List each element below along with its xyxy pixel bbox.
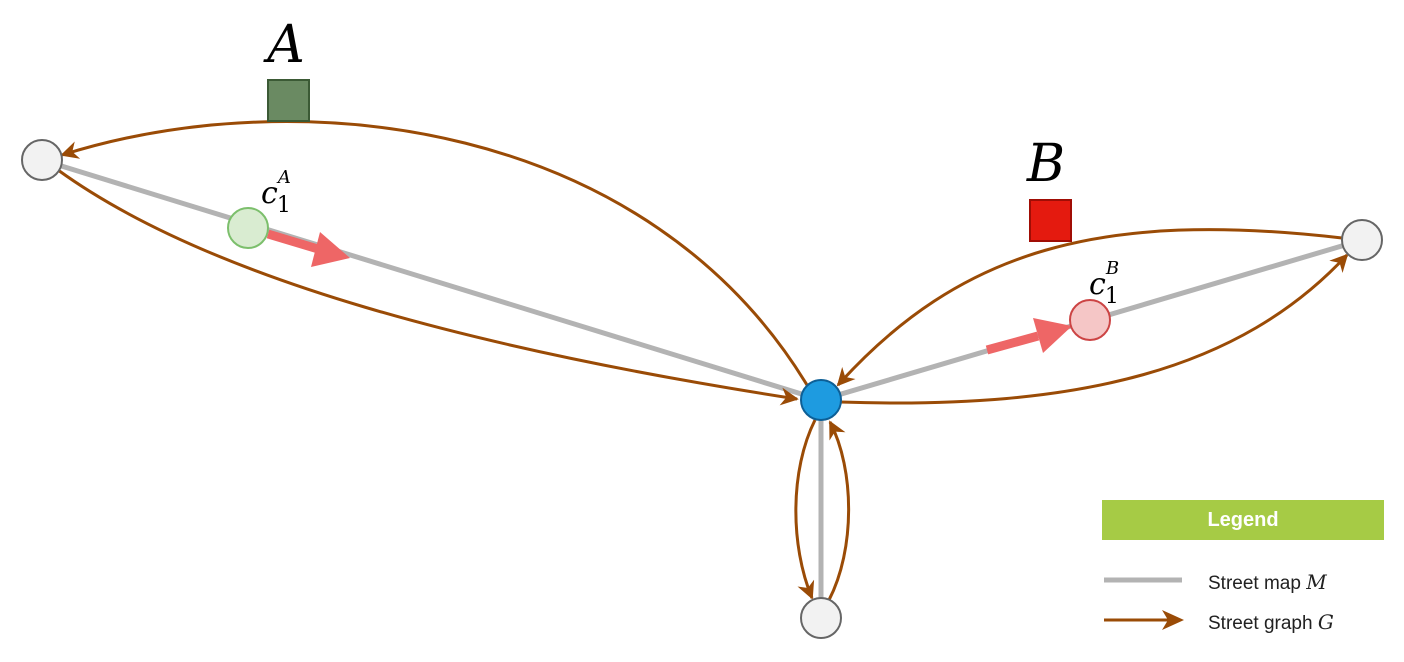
- graph-edge-bottom-to-center: [827, 420, 851, 601]
- graph-edge-left-to-center: [57, 168, 799, 406]
- graph-edge-center-to-bottom: [794, 419, 817, 600]
- legend-line-swatch: [1104, 577, 1182, 583]
- movement-arrow-a-head: [311, 232, 350, 267]
- movement-arrows: [266, 229, 1072, 355]
- car-a-marker: [227, 207, 269, 249]
- region-a-label: A: [263, 15, 305, 75]
- street-graph-edges: [57, 120, 1349, 601]
- legend-item-label: Street graph: [1208, 613, 1313, 634]
- movement-arrow-b-head: [1033, 318, 1072, 353]
- node-left: [21, 139, 63, 181]
- region-b-label: B: [1026, 134, 1065, 194]
- graph-edge-center-to-left: [60, 120, 812, 391]
- region-b-square: [1029, 199, 1072, 242]
- car-b-marker: [1069, 299, 1111, 341]
- legend-item-street-map: Street map M: [1102, 566, 1384, 596]
- car-b-label: c1B: [1089, 258, 1119, 309]
- region-a: A: [263, 15, 310, 122]
- legend-item-label: Street map: [1208, 573, 1301, 594]
- legend: Legend Street map M Street graph G: [1102, 500, 1384, 650]
- car-a-label: c1A: [261, 167, 291, 218]
- node-bottom: [800, 597, 842, 639]
- nodes: [21, 139, 1383, 639]
- legend-header: Legend: [1102, 500, 1384, 540]
- graph-edge-center-to-right: [839, 253, 1349, 405]
- cars: [227, 207, 1111, 341]
- legend-item-symbol: M: [1306, 570, 1327, 594]
- region-b: B: [1026, 134, 1072, 242]
- node-center: [800, 379, 842, 421]
- movement-arrow-b-shaft: [985, 331, 1040, 355]
- street-map-edge-left: [41, 157, 822, 403]
- movement-arrow-a-shaft: [266, 229, 320, 254]
- node-right: [1341, 219, 1383, 261]
- region-a-square: [267, 79, 310, 122]
- graph-edge-right-to-center: [836, 228, 1343, 387]
- legend-title: Legend: [1207, 508, 1279, 531]
- legend-arrow-swatch: [1104, 610, 1184, 630]
- legend-item-symbol: G: [1317, 610, 1334, 634]
- legend-item-street-graph: Street graph G: [1102, 606, 1384, 636]
